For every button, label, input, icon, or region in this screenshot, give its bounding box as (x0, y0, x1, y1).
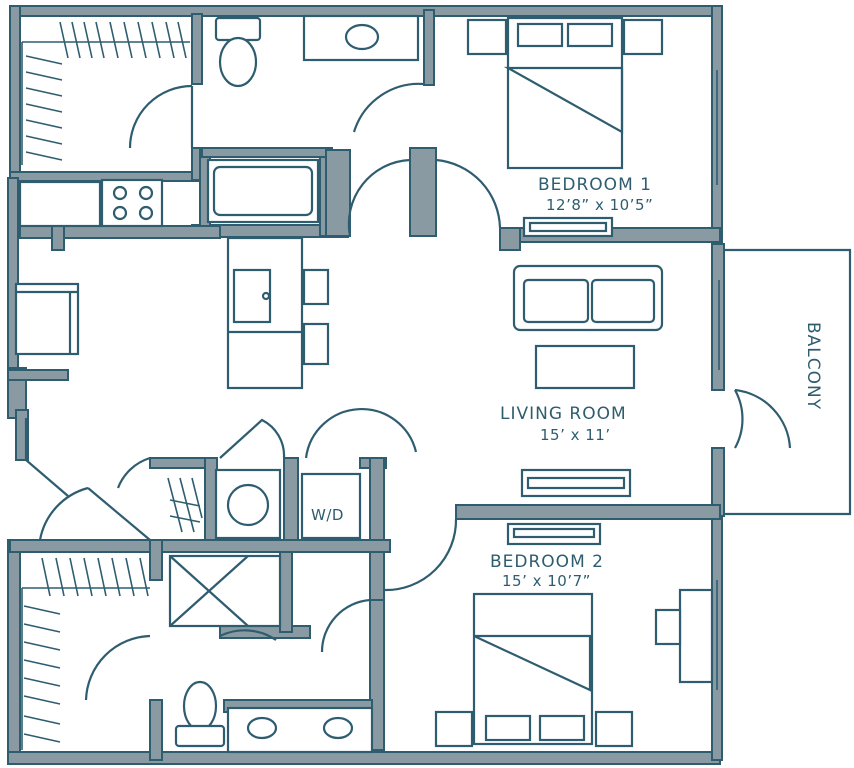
laundry-label: W/D (311, 506, 344, 524)
balcony (724, 248, 852, 516)
bathroom-1 (206, 14, 420, 224)
closet-small (167, 477, 203, 533)
bedroom-2-label: BEDROOM 2 (490, 552, 604, 572)
closet-top-left (21, 21, 190, 165)
laundry (168, 468, 362, 628)
living-room-label: LIVING ROOM (500, 404, 627, 424)
bathroom-2 (174, 680, 374, 754)
bedroom-1-size: 12’8” x 10’5” (546, 196, 653, 214)
closet-bottom-left (21, 557, 150, 750)
bedroom-1-label: BEDROOM 1 (538, 175, 652, 195)
door-swings (24, 82, 792, 701)
interior-walls (7, 9, 721, 761)
balcony-label: BALCONY (803, 322, 823, 410)
bedroom-2 (434, 522, 714, 748)
kitchen (14, 178, 330, 390)
bedroom-2-size: 15’ x 10’7” (502, 572, 591, 590)
living-room (512, 264, 664, 498)
living-room-size: 15’ x 11’ (540, 426, 611, 444)
bedroom-1 (466, 16, 664, 238)
